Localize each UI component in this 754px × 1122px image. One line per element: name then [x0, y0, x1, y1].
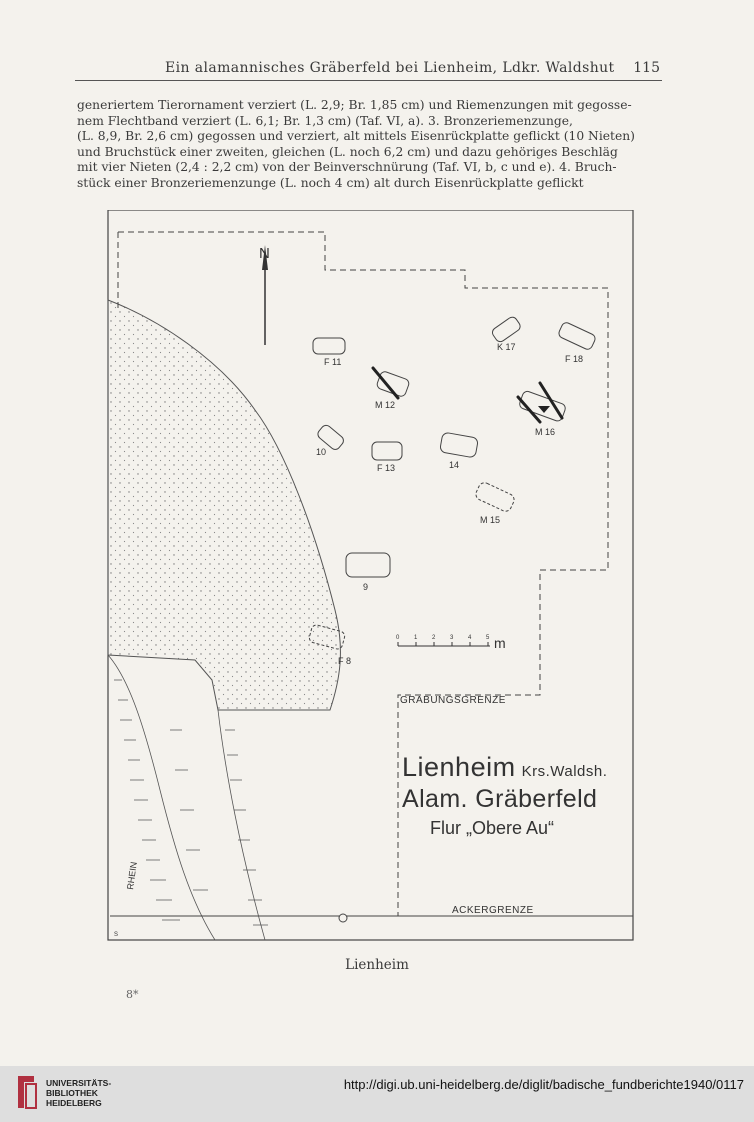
scale-tick-label: 3: [450, 635, 454, 641]
map-title-district: Krs.Waldsh.: [522, 763, 608, 780]
map-title-site: Alam. Gräberfeld: [402, 785, 597, 813]
grave-m16: [519, 390, 566, 422]
body-line: nem Flechtband verziert (L. 6,1; Br. 1,3…: [77, 113, 573, 128]
library-logo-icon: [18, 1076, 37, 1109]
cemetery-site-plan: N F 11 K 17 F 18 M 12 M 16 10 F 13 14 M …: [107, 210, 634, 941]
map-title-field: Flur „Obere Au“: [430, 818, 554, 838]
library-name-line: HEIDELBERG: [46, 1098, 102, 1108]
figure-caption: Lienheim: [345, 957, 409, 973]
grave-f18: [558, 322, 596, 350]
shield-icon: [538, 406, 550, 413]
scale-unit: m: [494, 635, 506, 651]
printer-signature: 8*: [126, 988, 139, 1001]
sword-icon: [538, 381, 564, 420]
grave-label-m12: M 12: [375, 400, 395, 410]
scale-tick-label: 4: [468, 635, 472, 641]
grave-label-m15: M 15: [480, 515, 500, 525]
header-title: Ein alamannisches Gräberfeld bei Lienhei…: [165, 60, 615, 76]
excavation-boundary: [118, 231, 609, 916]
library-name-line: UNIVERSITÄTS-: [46, 1078, 112, 1088]
grave-label-f11: F 11: [324, 357, 341, 367]
grave-label-14: 14: [449, 460, 459, 470]
scale-tick-label: 2: [432, 635, 436, 641]
body-line: (L. 8,9, Br. 2,6 cm) gegossen und verzie…: [77, 129, 635, 144]
grave-f13: [371, 441, 403, 461]
body-line: generiertem Tierornament verziert (L. 2,…: [77, 98, 632, 112]
sword-icon: [516, 395, 542, 424]
body-line: mit vier Nieten (2,4 : 2,2 cm) von der B…: [77, 160, 617, 175]
grave-label-m16: M 16: [535, 427, 555, 437]
grave-label-k17: K 17: [497, 342, 516, 352]
grave-label-f13: F 13: [377, 463, 395, 473]
north-arrow-icon: [262, 245, 268, 345]
grave-label-9: 9: [363, 582, 368, 592]
scale-tick-label: 1: [414, 635, 418, 641]
grave-label-f18: F 18: [565, 354, 583, 364]
header-rule: [75, 80, 662, 81]
grave-m12: [376, 371, 410, 397]
scale-bar: 0 1 2 3 4 5 m: [396, 635, 506, 651]
survey-point: [338, 913, 348, 923]
grave-k17: [491, 316, 521, 343]
grave-10: [317, 424, 344, 450]
rhine-river: [107, 654, 268, 941]
document-page: Ein alamannisches Gräberfeld bei Lienhei…: [75, 60, 662, 1001]
body-line: und Bruchstück einer zweiten, gleichen (…: [77, 144, 618, 159]
sword-icon: [371, 366, 400, 400]
map-title-place-main: Lienheim: [402, 752, 516, 782]
map-corner-mark: S: [114, 932, 118, 938]
library-name: UNIVERSITÄTS- BIBLIOTHEK HEIDELBERG: [46, 1078, 111, 1108]
scale-tick-label: 5: [486, 635, 490, 641]
grave-label-f8: F 8: [338, 656, 351, 666]
rhine-label: RHEIN: [125, 861, 139, 890]
terrace-area: [107, 299, 341, 711]
library-footer: UNIVERSITÄTS- BIBLIOTHEK HEIDELBERG http…: [0, 1066, 754, 1122]
excavation-boundary-label: GRABUNGSGRENZE: [400, 695, 506, 706]
field-boundary-label: ACKERGRENZE: [452, 905, 534, 916]
map-title-place: Lienheim Krs.Waldsh.: [402, 752, 607, 782]
library-name-line: BIBLIOTHEK: [46, 1088, 98, 1098]
grave-14: [439, 432, 479, 458]
scale-tick-label: 0: [396, 635, 400, 641]
grave-9: [345, 552, 391, 578]
grave-m15: [475, 482, 515, 512]
grave-f8: [308, 624, 346, 650]
body-line: stück einer Bronzeriemenzunge (L. noch 4…: [77, 175, 584, 190]
body-paragraph: generiertem Tierornament verziert (L. 2,…: [77, 98, 661, 192]
source-url-link[interactable]: http://digi.ub.uni-heidelberg.de/diglit/…: [343, 1077, 744, 1092]
page-number: 115: [633, 60, 660, 76]
running-header: Ein alamannisches Gräberfeld bei Lienhei…: [75, 60, 662, 82]
grave-label-10: 10: [316, 447, 326, 457]
grave-f11: [312, 337, 346, 355]
north-label: N: [259, 245, 270, 262]
